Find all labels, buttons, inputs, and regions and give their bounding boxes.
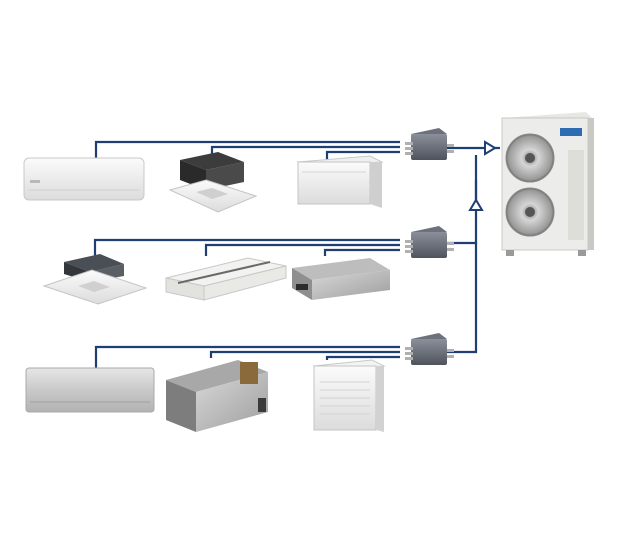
ducted-unit-icon bbox=[166, 360, 268, 432]
pipe-row3-unit3 bbox=[325, 355, 400, 360]
arrow-right-icon bbox=[484, 140, 497, 156]
wall-mounted-ac-icon bbox=[23, 157, 145, 201]
branch-box-3 bbox=[405, 333, 454, 365]
flow-arrows bbox=[468, 140, 497, 211]
pipe-trunk-3 bbox=[446, 243, 478, 354]
pipe-row2-unit3 bbox=[323, 248, 400, 256]
ceiling-cassette-icon bbox=[168, 152, 258, 213]
ceiling-suspended-unit bbox=[165, 257, 287, 301]
branch-box-icon bbox=[405, 128, 454, 160]
pipe-row1-unit1 bbox=[94, 140, 400, 160]
floor-standing-unit bbox=[312, 359, 386, 432]
arrow-up-icon bbox=[468, 198, 484, 211]
floor-ceiling-unit-1 bbox=[296, 155, 384, 208]
outdoor-condenser-icon bbox=[501, 112, 594, 256]
branch-box-1 bbox=[405, 128, 454, 160]
floor-ceiling-unit-icon bbox=[296, 155, 384, 208]
pipe-row2-unit2 bbox=[204, 243, 400, 256]
wall-mounted-ac-icon bbox=[25, 367, 155, 413]
pipe-row3-unit1 bbox=[94, 345, 400, 370]
branch-box-icon bbox=[405, 333, 454, 365]
pipe-trunk-2 bbox=[446, 155, 478, 245]
pipe-row1-unit3 bbox=[325, 150, 400, 160]
branch-box-icon bbox=[405, 226, 454, 258]
outdoor-unit bbox=[501, 112, 594, 256]
branch-box-2 bbox=[405, 226, 454, 258]
ducted-unit-2 bbox=[166, 360, 268, 432]
pipe-row2-unit1 bbox=[93, 238, 400, 256]
pipe-row3-unit2 bbox=[209, 350, 400, 358]
floor-standing-unit-icon bbox=[312, 359, 386, 432]
ducted-unit-icon bbox=[292, 258, 390, 300]
ceiling-cassette-unit-1 bbox=[168, 152, 258, 213]
ceiling-cassette-icon bbox=[42, 254, 148, 305]
ceiling-suspended-unit-icon bbox=[165, 257, 287, 301]
wall-mounted-unit-2 bbox=[25, 367, 155, 413]
ceiling-cassette-unit-2 bbox=[42, 254, 148, 305]
wall-mounted-unit-1 bbox=[23, 157, 145, 201]
ducted-unit-1 bbox=[292, 258, 390, 300]
